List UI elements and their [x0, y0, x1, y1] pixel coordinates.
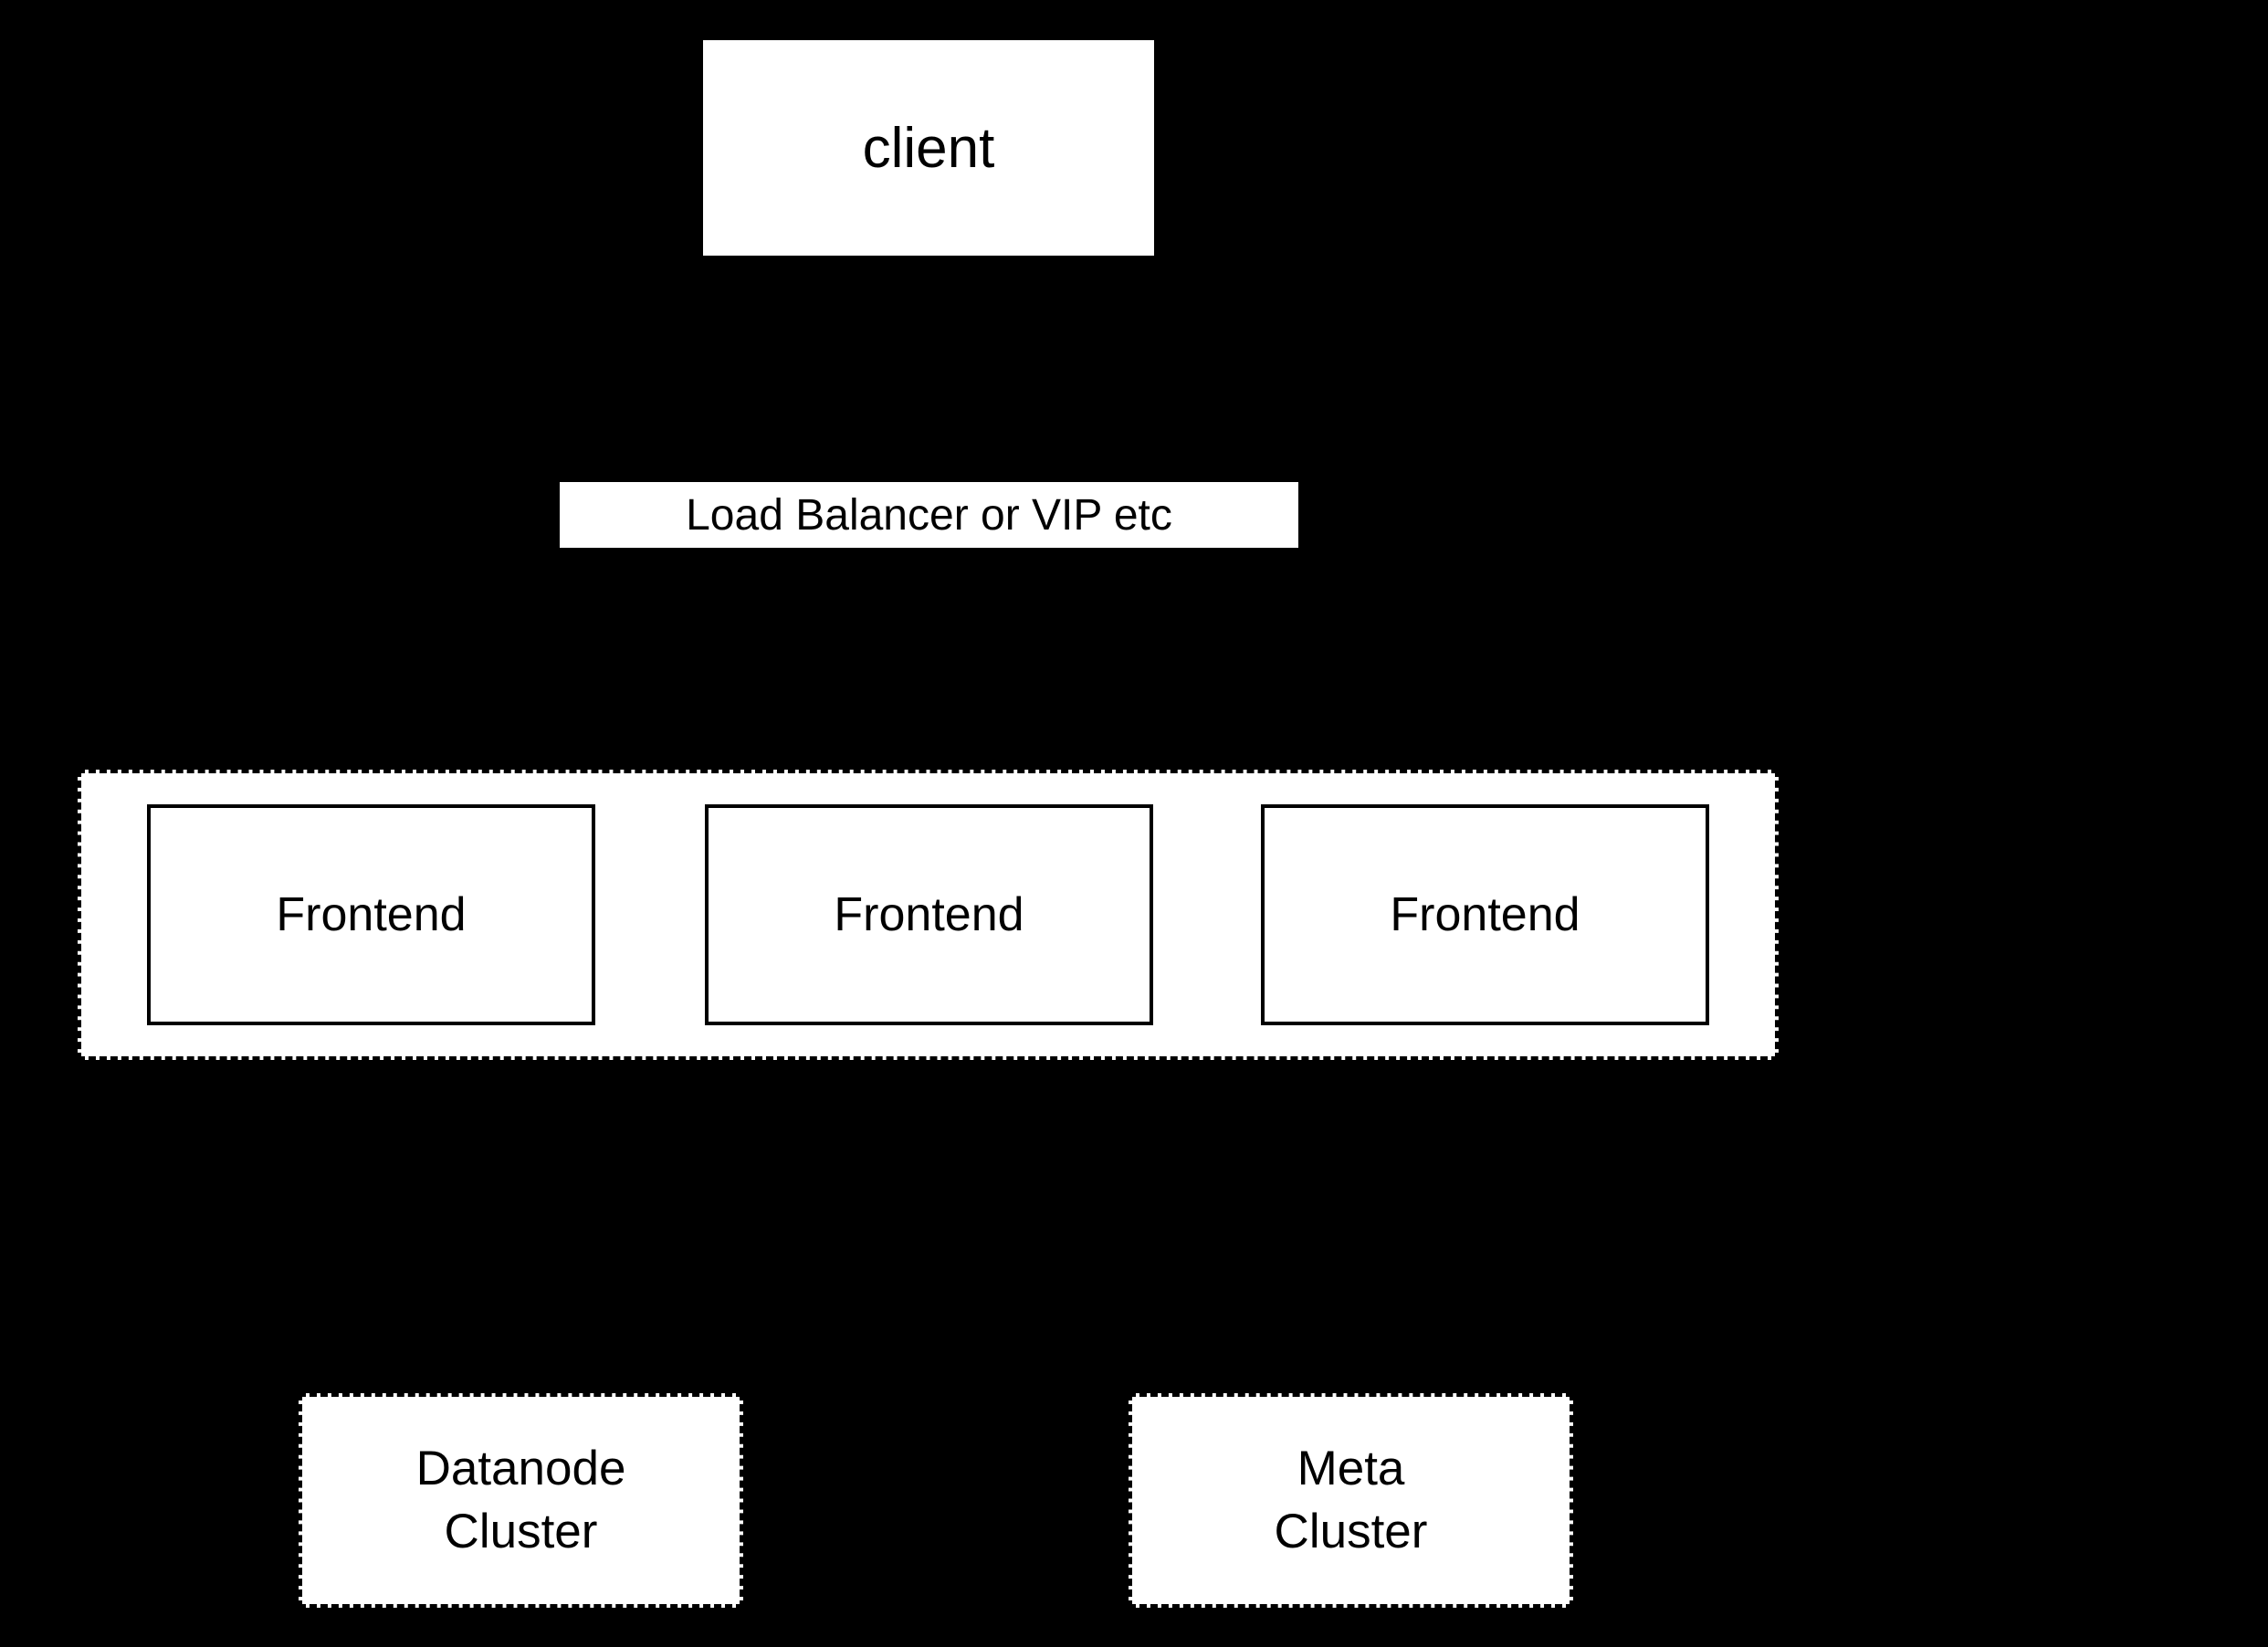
- frontend-label-2: Frontend: [834, 888, 1024, 941]
- datanode-cluster-label-line-2: Cluster: [444, 1504, 598, 1558]
- frontend-node-1: Frontend: [147, 804, 595, 1025]
- meta-cluster-label-line-1: Meta: [1297, 1441, 1405, 1495]
- frontend-label-3: Frontend: [1390, 888, 1580, 941]
- client-label: client: [862, 116, 995, 180]
- frontend-node-3: Frontend: [1261, 804, 1709, 1025]
- frontend-group-container: Frontend Frontend Frontend: [78, 770, 1779, 1060]
- load-balancer-node: Load Balancer or VIP etc: [560, 482, 1298, 548]
- meta-cluster-label-line-2: Cluster: [1274, 1504, 1428, 1558]
- frontend-label-1: Frontend: [276, 888, 467, 941]
- client-node: client: [703, 40, 1154, 256]
- frontend-node-2: Frontend: [705, 804, 1153, 1025]
- meta-cluster-node: Meta Cluster: [1129, 1393, 1573, 1608]
- load-balancer-label: Load Balancer or VIP etc: [686, 490, 1172, 540]
- datanode-cluster-label-line-1: Datanode: [415, 1441, 626, 1495]
- datanode-cluster-node: Datanode Cluster: [299, 1393, 743, 1608]
